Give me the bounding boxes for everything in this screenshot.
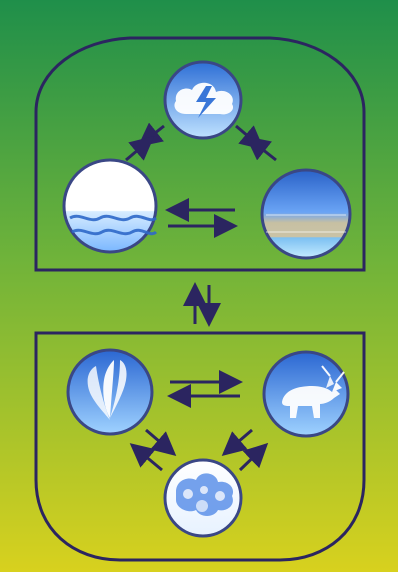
node-atmosphere — [165, 62, 241, 138]
node-animals — [264, 352, 348, 436]
node-lithosphere — [262, 170, 350, 258]
node-microbes — [165, 460, 241, 536]
node-plants — [68, 350, 152, 434]
node-hydrosphere — [64, 160, 156, 252]
